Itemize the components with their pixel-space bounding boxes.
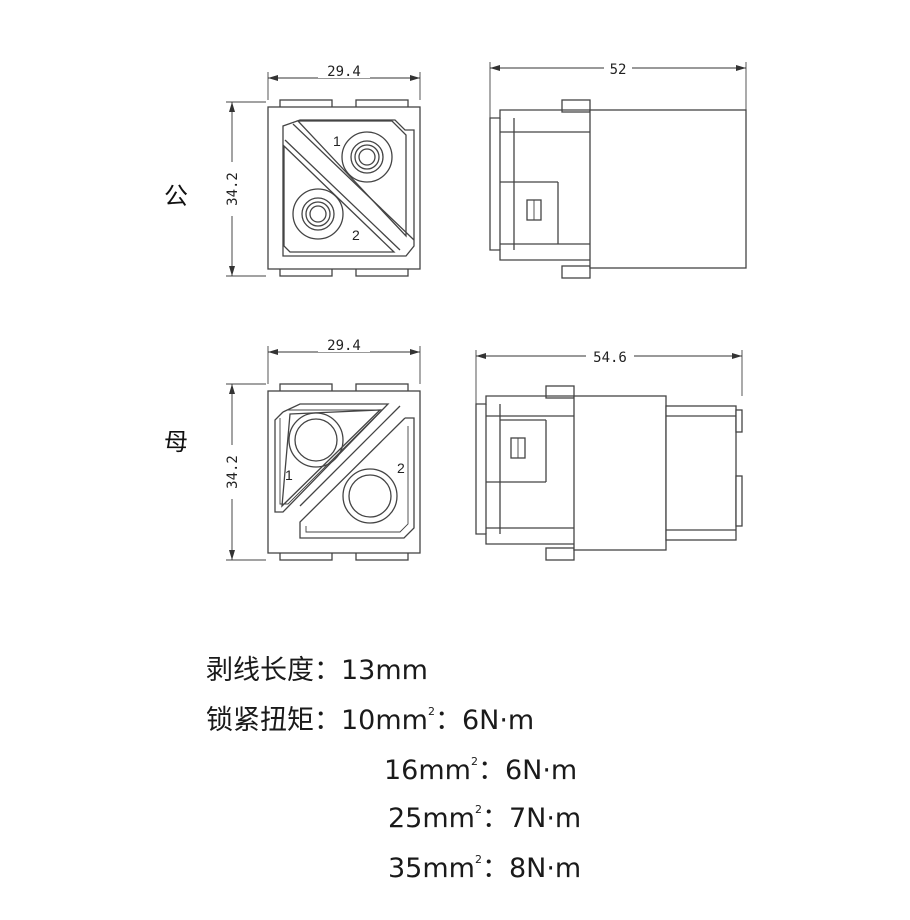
torque-line-4: 35mm2：8N·m [388, 846, 581, 885]
male-length-label: 52 [610, 62, 627, 78]
male-pin-1-label: 1 [333, 133, 341, 149]
male-side-view: 52 [489, 58, 747, 279]
torque-exp: 2 [470, 755, 478, 768]
torque-size: 25mm [388, 803, 475, 834]
torque-sep: ： [434, 705, 462, 736]
torque-exp: 2 [474, 803, 482, 816]
torque-size: 10mm [341, 705, 428, 736]
strip-length-value: 13mm [341, 655, 428, 686]
female-pin-1-label: 1 [285, 467, 293, 483]
torque-exp: 2 [474, 853, 482, 866]
female-height-label: 34.2 [225, 455, 241, 489]
torque-label: 锁紧扭矩： [206, 705, 341, 736]
torque-line-2: 16mm2：6N·m [384, 748, 577, 787]
female-length-label: 54.6 [593, 350, 627, 366]
torque-line-3: 25mm2：7N·m [388, 796, 581, 835]
torque-value: 6N·m [504, 755, 578, 786]
female-width-label: 29.4 [327, 338, 361, 354]
torque-sep: ： [477, 755, 505, 786]
female-side-view: 54.6 [475, 346, 743, 561]
female-pin-2-label: 2 [397, 460, 405, 476]
torque-sep: ： [481, 853, 509, 884]
torque-line-1: 锁紧扭矩：10mm2：6N·m [206, 698, 534, 737]
female-front-view: 29.4 34.2 1 2 [222, 336, 421, 561]
strip-length-label: 剥线长度： [206, 655, 341, 686]
male-label: 公 [164, 182, 188, 210]
torque-value: 8N·m [508, 853, 582, 884]
torque-sep: ： [481, 803, 509, 834]
torque-size: 16mm [384, 755, 471, 786]
strip-length-line: 剥线长度：13mm [206, 648, 428, 687]
male-pin-2-label: 2 [352, 227, 360, 243]
torque-value: 7N·m [508, 803, 582, 834]
torque-exp: 2 [427, 705, 435, 718]
male-height-label: 34.2 [225, 172, 241, 206]
male-front-view: 29.4 34.2 1 2 [222, 62, 421, 277]
torque-value: 6N·m [461, 705, 535, 736]
torque-size: 35mm [388, 853, 475, 884]
male-width-label: 29.4 [327, 64, 361, 80]
female-label: 母 [164, 428, 188, 456]
